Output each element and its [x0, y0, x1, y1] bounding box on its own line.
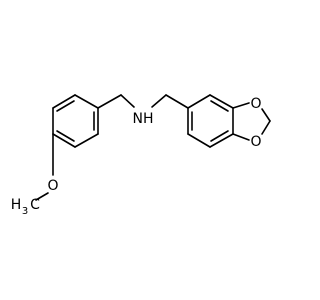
- amine-linker: [97, 94, 189, 109]
- methyl-subscript-label: 3: [22, 206, 28, 217]
- bond: [232, 133, 250, 141]
- bond: [209, 94, 234, 109]
- molecule-structure-diagram: NH O O O H 3 C: [11, 94, 271, 217]
- bond: [261, 120, 271, 135]
- double-bond-inner: [210, 130, 229, 142]
- bond: [187, 133, 211, 148]
- bond: [151, 94, 167, 108]
- benzodioxole-ring: [187, 94, 234, 148]
- double-bond-inner: [56, 100, 75, 112]
- double-bond-inner: [210, 100, 229, 112]
- bond: [52, 94, 76, 109]
- dioxole-ring: [232, 102, 271, 141]
- bond: [52, 133, 76, 148]
- bond: [165, 94, 189, 109]
- methoxy-group: [35, 133, 54, 201]
- bond: [97, 94, 122, 109]
- nh-label: NH: [133, 111, 154, 127]
- bond: [187, 94, 211, 109]
- double-bond-inner: [56, 130, 75, 142]
- bond: [209, 133, 234, 148]
- o-ring-top-label: O: [250, 96, 261, 112]
- o-ring-bottom-label: O: [250, 134, 261, 150]
- o-ether-label: O: [47, 178, 58, 194]
- bond: [232, 102, 250, 109]
- bond: [74, 94, 99, 109]
- methyl-c-label: C: [30, 197, 40, 213]
- bond: [120, 94, 135, 108]
- methoxyphenyl-ring: [52, 94, 99, 148]
- methyl-h-label: H: [11, 197, 22, 213]
- bond: [74, 133, 99, 148]
- bond: [35, 192, 49, 201]
- bond: [261, 108, 271, 122]
